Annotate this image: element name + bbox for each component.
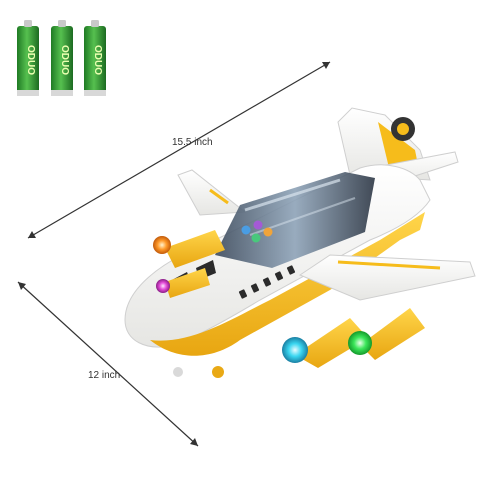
- svg-text:ODUO: ODUO: [25, 45, 36, 75]
- width-dimension-arrow: [27, 61, 331, 239]
- battery-3: ODUO: [84, 20, 106, 96]
- toy-airplane: [124, 107, 476, 378]
- height-label: 12 inch: [88, 370, 121, 381]
- batteries: ODUO ODUO ODUO: [17, 20, 106, 96]
- battery-2: ODUO: [51, 20, 73, 96]
- height-dimension-arrow: [17, 281, 199, 447]
- battery-1: ODUO: [17, 20, 39, 96]
- width-label: 15.5 inch: [172, 137, 213, 148]
- svg-text:ODUO: ODUO: [59, 45, 70, 75]
- svg-text:ODUO: ODUO: [92, 45, 103, 75]
- engine-right-inner: [282, 318, 368, 368]
- engine-left-lower: [156, 268, 210, 298]
- engine-left-upper: [153, 230, 225, 268]
- engine-right-outer: [348, 308, 425, 360]
